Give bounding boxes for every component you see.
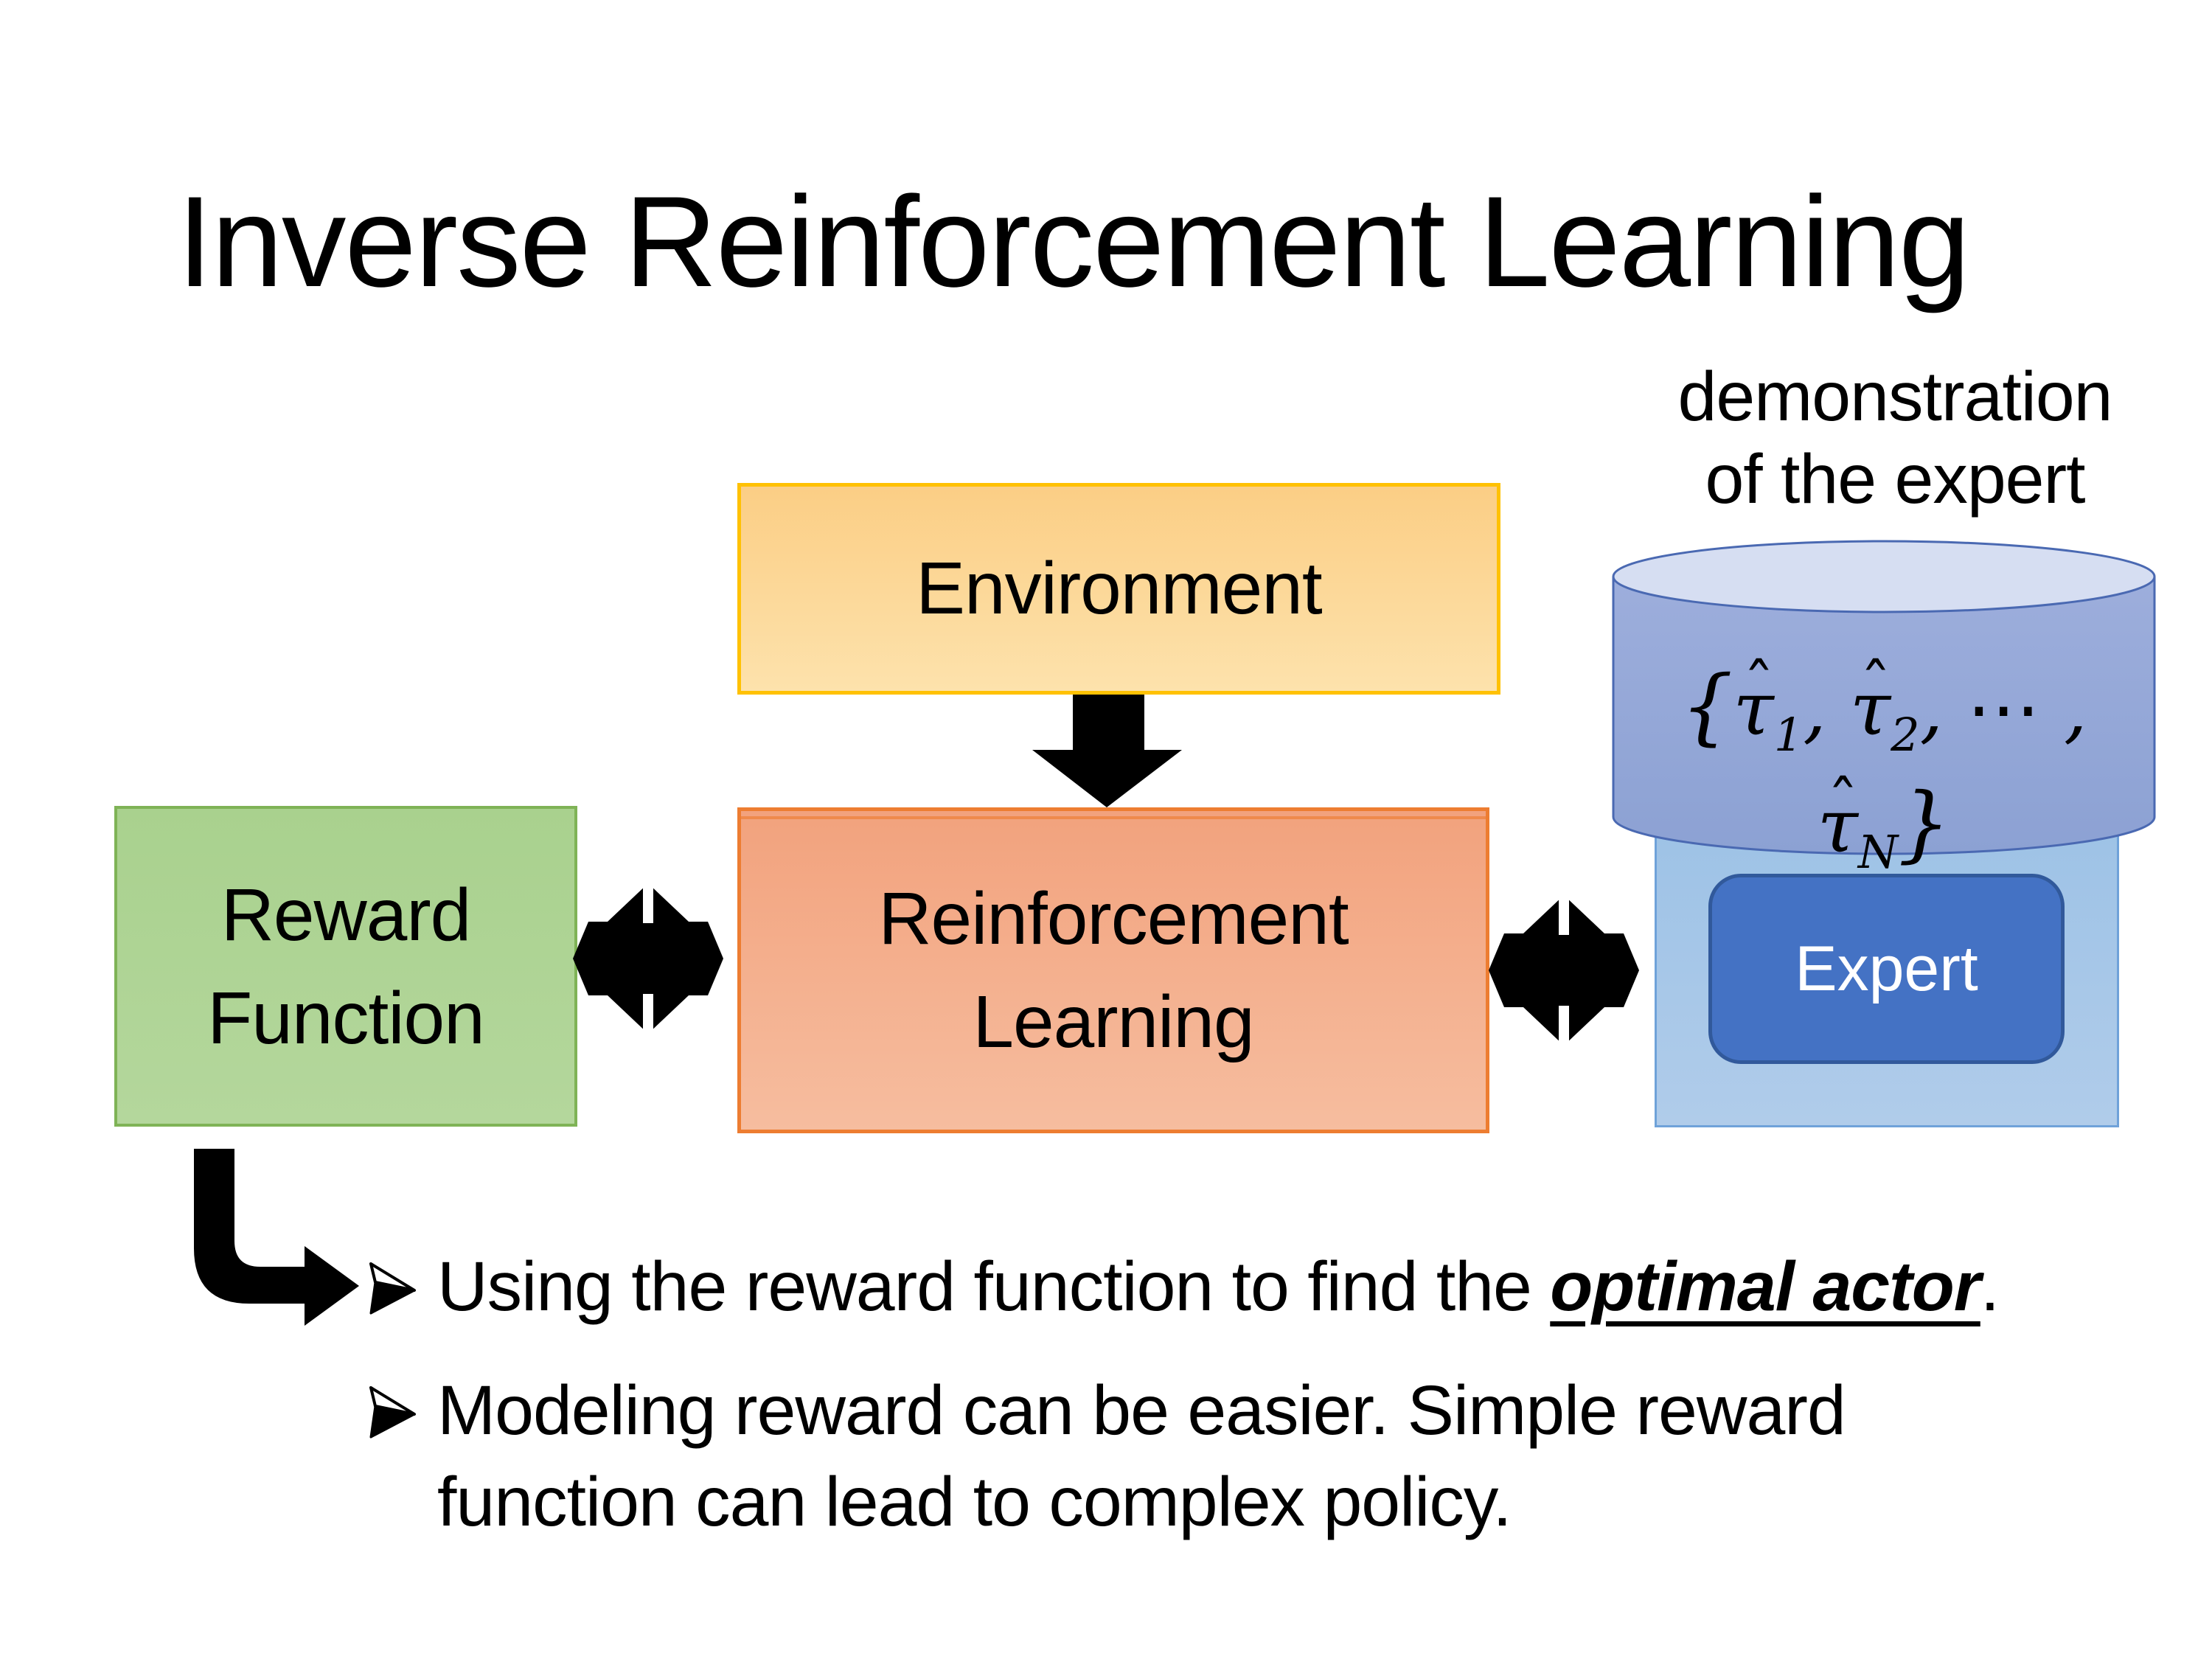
reinforcement-learning-label-line2: Learning [973, 981, 1254, 1063]
bullet-item-1: Using the reward function to find the op… [369, 1241, 2000, 1332]
page-title: Inverse Reinforcement Learning [177, 170, 1970, 314]
bullet-item-2: Modeling reward can be easier. Simple re… [369, 1365, 1846, 1548]
bullet-1-text: Using the reward function to find the op… [437, 1248, 2000, 1326]
bent-arrow-icon [194, 1149, 359, 1326]
demonstration-annotation-line1: demonstration [1677, 358, 2112, 436]
exchange-arrows-icon-right [1489, 892, 1639, 1048]
demonstration-annotation-line2: of the expert [1705, 440, 2085, 518]
reward-function-box: Reward Function [114, 806, 577, 1127]
rl-box-inner-rule [741, 816, 1486, 819]
bullet-arrowhead-icon [369, 1386, 416, 1439]
formula-cdots: ⋯ [1966, 666, 2041, 752]
optimal-actor-emphasis: optimal actor [1550, 1248, 1980, 1326]
formula-open-brace: { [1680, 658, 1733, 754]
reward-function-label-line1: Reward [220, 873, 472, 956]
formula-close-brace: } [1898, 776, 1951, 872]
environment-box: Environment [737, 483, 1500, 695]
expert-box: Expert [1708, 874, 2065, 1064]
reinforcement-learning-box: Reinforcement Learning [737, 807, 1489, 1133]
demonstration-annotation: demonstration of the expert [1630, 355, 2160, 521]
expert-label: Expert [1795, 933, 1978, 1004]
reinforcement-learning-label-line1: Reinforcement [878, 877, 1349, 960]
bullet-arrowhead-icon [369, 1262, 416, 1315]
bullet-2-text: Modeling reward can be easier. Simple re… [437, 1371, 1846, 1541]
environment-label: Environment [916, 547, 1322, 630]
exchange-arrows-icon-left [573, 880, 723, 1037]
reward-function-label-line2: Function [207, 976, 485, 1060]
down-arrow-icon [1032, 695, 1182, 807]
database-cylinder-icon [1612, 540, 2156, 855]
